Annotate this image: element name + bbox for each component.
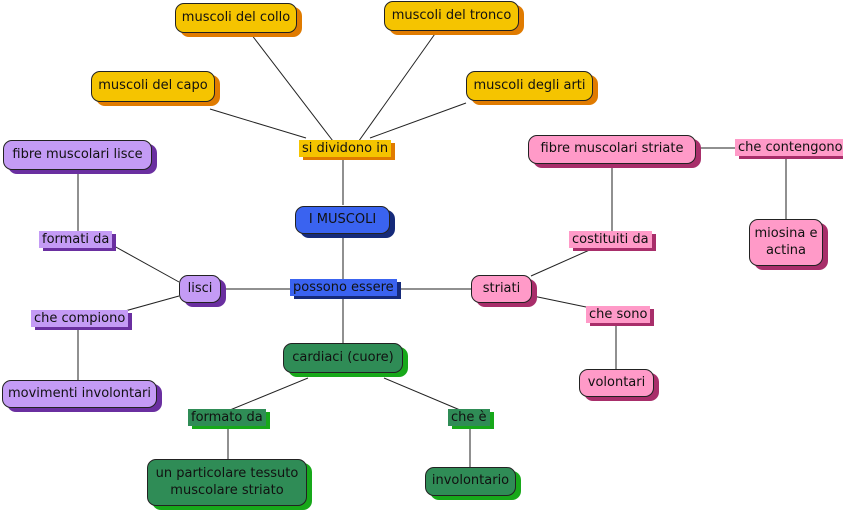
node-striati[interactable]: striati bbox=[471, 275, 532, 303]
node-cardiaci-cuore[interactable]: cardiaci (cuore) bbox=[283, 343, 403, 373]
node-volontari[interactable]: volontari bbox=[579, 369, 654, 397]
node-fibre-muscolari-lisce[interactable]: fibre muscolari lisce bbox=[3, 140, 152, 170]
node-fibre-muscolari-striate[interactable]: fibre muscolari striate bbox=[528, 135, 696, 164]
link-che-sono: che sono bbox=[586, 306, 651, 323]
node-muscoli-del-collo[interactable]: muscoli del collo bbox=[175, 3, 297, 33]
link-costituiti-da: costituiti da bbox=[569, 231, 652, 248]
link-possono-essere: possono essere bbox=[290, 279, 397, 296]
node-muscoli-del-tronco[interactable]: muscoli del tronco bbox=[384, 1, 519, 31]
link-si-dividono-in: si dividono in bbox=[299, 140, 392, 157]
node-movimenti-involontari[interactable]: movimenti involontari bbox=[2, 380, 157, 408]
node-lisci[interactable]: lisci bbox=[179, 275, 221, 303]
link-che-compiono: che compiono bbox=[31, 310, 129, 327]
link-che-contengono: che contengono bbox=[735, 139, 843, 156]
node-miosina-e-actina[interactable]: miosina e actina bbox=[749, 219, 823, 266]
node-i-muscoli[interactable]: I MUSCOLI bbox=[295, 206, 390, 234]
node-muscoli-del-capo[interactable]: muscoli del capo bbox=[91, 71, 215, 102]
node-muscoli-degli-arti[interactable]: muscoli degli arti bbox=[466, 71, 593, 101]
link-formato-da: formato da bbox=[188, 409, 266, 426]
link-formati-da: formati da bbox=[39, 231, 113, 248]
node-tessuto-muscolare-striato[interactable]: un particolare tessuto muscolare striato bbox=[147, 459, 307, 506]
link-che-e: che è bbox=[448, 409, 490, 426]
node-involontario[interactable]: involontario bbox=[425, 467, 516, 496]
